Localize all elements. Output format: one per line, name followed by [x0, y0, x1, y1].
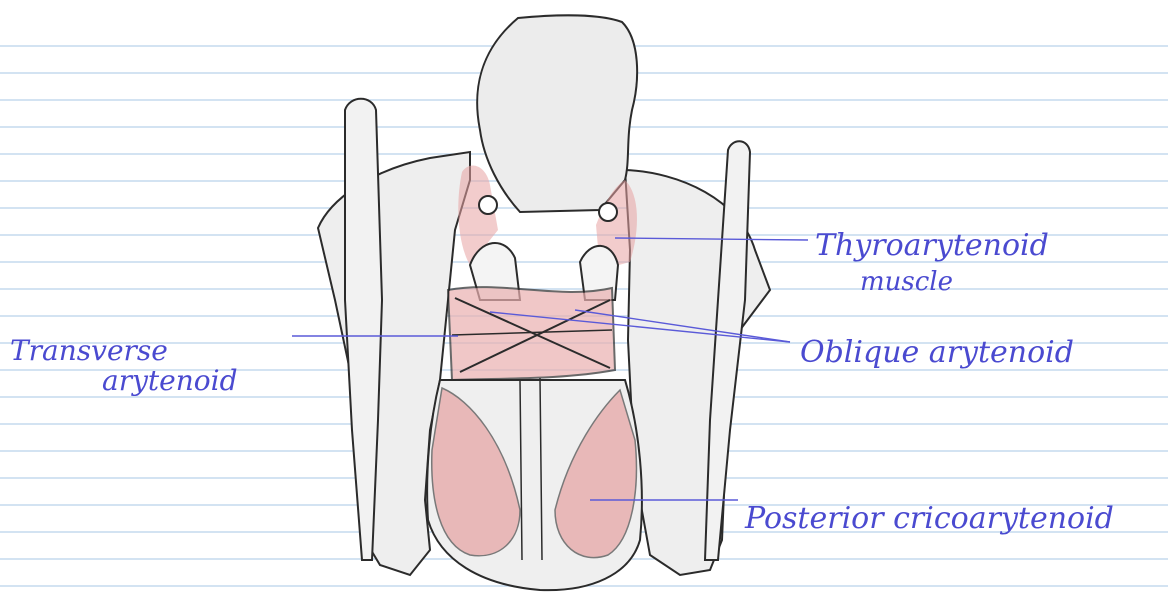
label-oblique: Oblique arytenoid: [800, 335, 1074, 370]
corniculate-left: [479, 196, 497, 214]
label-transverse-2: arytenoid: [102, 364, 238, 397]
epiglottis: [477, 15, 637, 212]
label-posterior: Posterior cricoarytenoid: [744, 501, 1114, 536]
larynx-drawing: [318, 15, 770, 590]
corniculate-right: [599, 203, 617, 221]
label-thyroarytenoid-2: muscle: [860, 267, 953, 297]
label-thyroarytenoid-1: Thyroarytenoid: [815, 228, 1049, 263]
label-transverse-1: Transverse: [10, 334, 168, 367]
